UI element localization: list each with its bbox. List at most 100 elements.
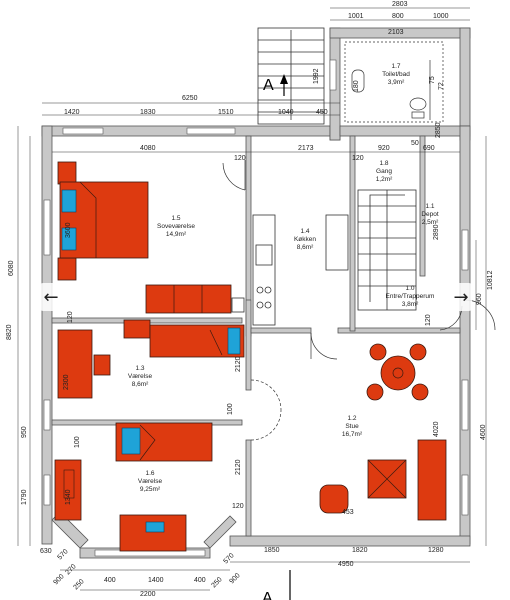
svg-text:16,7m²: 16,7m² [342,431,363,438]
svg-text:250: 250 [72,578,85,591]
room-1-8: 1.8 Gang 1,2m² [376,160,393,183]
svg-text:2120: 2120 [235,459,242,475]
svg-text:120: 120 [352,155,364,162]
svg-text:A: A [263,77,274,94]
svg-text:1.6: 1.6 [145,470,154,477]
interior-stair [357,189,417,311]
armchair [319,484,349,514]
svg-text:Toilet/bad: Toilet/bad [382,71,410,78]
nightstand-bottom [57,257,77,281]
svg-text:1992: 1992 [313,68,320,84]
room-1-3: 1.3 Værelse 8,6m² [128,365,153,388]
svg-text:100: 100 [74,436,81,448]
svg-text:2120: 2120 [235,356,242,372]
svg-text:1830: 1830 [140,109,156,116]
svg-text:2173: 2173 [298,145,314,152]
svg-text:1.0: 1.0 [405,285,414,292]
room-1-2: 1.2 Stue 16,7m² [342,415,363,438]
svg-text:570: 570 [56,548,69,561]
bathroom-fixtures [344,41,444,123]
svg-text:690: 690 [423,145,435,152]
svg-text:2300: 2300 [63,374,70,390]
svg-text:Køkken: Køkken [294,236,316,243]
svg-text:960: 960 [476,293,483,305]
room-1-4: 1.4 Køkken 8,6m² [294,228,316,251]
svg-text:120: 120 [234,155,246,162]
svg-text:2850: 2850 [435,122,442,138]
svg-text:4950: 4950 [338,561,354,568]
svg-text:A: A [262,590,273,600]
svg-text:570: 570 [222,552,235,565]
section-marker: A A [262,74,291,600]
svg-text:2,5m²: 2,5m² [422,219,439,226]
dimension-lines [17,7,487,591]
svg-text:1280: 1280 [428,547,444,554]
svg-text:400: 400 [194,577,206,584]
svg-text:75: 75 [429,76,436,84]
svg-text:3,9m²: 3,9m² [388,79,405,86]
room-1-7: 1.7 Toilet/bad 3,9m² [382,63,410,86]
svg-text:14,9m²: 14,9m² [166,231,187,238]
svg-text:6250: 6250 [182,95,198,102]
svg-text:1000: 1000 [433,13,449,20]
svg-text:2890: 2890 [433,224,440,240]
svg-text:1420: 1420 [64,109,80,116]
svg-text:1.1: 1.1 [425,203,434,210]
svg-text:270: 270 [64,563,77,576]
room-1-6: 1.6 Værelse 9,25m² [138,470,163,493]
svg-text:1.5: 1.5 [171,215,180,222]
svg-text:3600: 3600 [65,222,72,238]
svg-text:920: 920 [378,145,390,152]
svg-text:1.7: 1.7 [391,63,400,70]
room-labels: 1.5 Soveværelse 14,9m² 1.4 Køkken 8,6m² … [128,63,439,493]
svg-text:1850: 1850 [264,547,280,554]
svg-text:Gang: Gang [376,168,392,175]
svg-text:950: 950 [21,426,28,438]
svg-text:900: 900 [52,573,65,586]
svg-text:50: 50 [411,140,419,147]
svg-text:400: 400 [104,577,116,584]
window-openings [43,59,469,557]
svg-text:4600: 4600 [480,424,487,440]
svg-text:1001: 1001 [348,13,364,20]
svg-text:453: 453 [342,509,354,516]
svg-text:Værelse: Værelse [138,478,163,485]
svg-text:1340: 1340 [65,489,72,505]
svg-text:6080: 6080 [8,260,15,276]
arrow-right-icon[interactable]: → [450,283,472,311]
room-1-5: 1.5 Soveværelse 14,9m² [157,215,195,238]
svg-text:1.8: 1.8 [379,160,388,167]
svg-text:1040: 1040 [278,109,294,116]
svg-text:180: 180 [353,80,360,92]
outdoor-stairs [257,27,325,125]
svg-text:8,6m²: 8,6m² [297,244,314,251]
svg-text:250: 250 [210,576,223,589]
chair-13 [93,354,111,376]
kitchen-counter [231,214,349,326]
arrow-left-icon[interactable]: ← [40,283,62,311]
svg-text:Depot: Depot [421,211,439,218]
svg-text:630: 630 [40,548,52,555]
svg-text:1510: 1510 [218,109,234,116]
room-1-1: 1.1 Depot 2,5m² [421,203,439,226]
svg-text:Entre/Trapperum: Entre/Trapperum [386,293,435,300]
svg-text:1.4: 1.4 [300,228,309,235]
bed-lines [79,181,407,499]
svg-text:2200: 2200 [140,591,156,598]
svg-text:120: 120 [232,503,244,510]
svg-text:1400: 1400 [148,577,164,584]
svg-text:120: 120 [425,314,432,326]
svg-text:1820: 1820 [352,547,368,554]
shelf [123,319,151,339]
sofa [417,439,447,521]
svg-text:1.3: 1.3 [135,365,144,372]
svg-text:Soveværelse: Soveværelse [157,223,195,230]
svg-text:120: 120 [67,311,74,323]
svg-text:4080: 4080 [140,145,156,152]
svg-text:2103: 2103 [388,29,404,36]
svg-text:1.2: 1.2 [347,415,356,422]
furniture-accents [61,189,241,533]
svg-text:2803: 2803 [392,1,408,8]
room-1-0: 1.0 Entre/Trapperum 3,8m² [386,285,435,308]
svg-text:900: 900 [228,572,241,585]
